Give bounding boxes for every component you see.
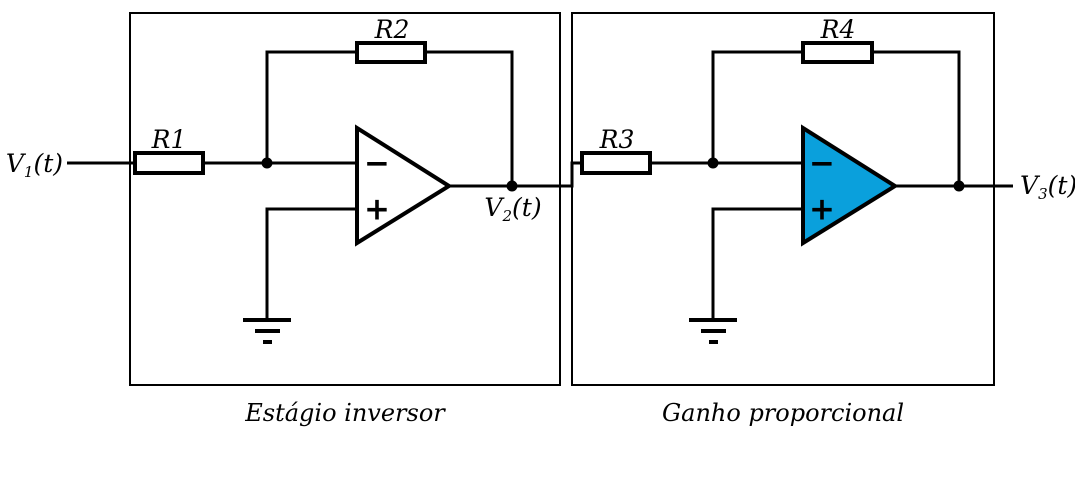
v3-subscript: 3 <box>1038 185 1048 203</box>
stage1-output-node-dot <box>506 180 518 192</box>
v3-arg: (t) <box>1048 171 1075 200</box>
signal-v1-label: V1(t) <box>6 149 63 181</box>
stage2-caption: Ganho proporcional <box>662 399 904 427</box>
stage2-feedback-wire-left <box>711 50 803 163</box>
resistor-r4-label: R4 <box>820 15 856 44</box>
v1-arg: (t) <box>33 149 63 178</box>
v3-symbol: V <box>1020 171 1041 200</box>
stage2-ground-wire <box>711 207 803 320</box>
stage1-feedback-wire-right <box>425 50 514 186</box>
stage1-opamp-minus-input: − <box>364 146 390 182</box>
signal-v3-label: V3(t) <box>1020 171 1075 203</box>
stage2-opamp-minus-input: − <box>809 146 835 182</box>
stage1-boundary-box <box>129 12 561 386</box>
v2-symbol: V <box>484 193 505 222</box>
resistor-r4 <box>801 41 874 64</box>
signal-v2-label: V2(t) <box>484 193 541 225</box>
stage1-inverting: R1 R2 − + Estágio inversor <box>67 12 582 427</box>
resistor-r2-label: R2 <box>374 15 410 44</box>
stage1-feedback-wire-left <box>265 50 357 163</box>
v1-symbol: V <box>6 149 27 178</box>
stage2-opamp-icon <box>801 124 899 247</box>
stage1-ground-icon <box>243 318 291 344</box>
v1-subscript: 1 <box>24 163 34 181</box>
stage1-ground-wire <box>265 207 357 320</box>
stage2-boundary-box <box>571 12 995 386</box>
stage1-caption: Estágio inversor <box>244 399 446 427</box>
stage2-ground-icon <box>689 318 737 344</box>
stage2-proportional-gain: R3 R4 − + Ganho proporcional <box>571 12 1013 427</box>
v2-subscript: 2 <box>501 207 512 225</box>
stage2-opamp-plus-input: + <box>809 192 835 228</box>
stage2-feedback-wire-right <box>872 50 961 186</box>
resistor-r2 <box>355 41 427 64</box>
stage2-output-node-dot <box>953 180 965 192</box>
resistor-r3-label: R3 <box>599 125 635 154</box>
resistor-r1-label: R1 <box>151 125 187 154</box>
resistor-r3 <box>580 151 652 175</box>
stage1-opamp-plus-input: + <box>364 192 390 228</box>
v2-arg: (t) <box>512 193 542 222</box>
resistor-r1 <box>133 151 205 175</box>
stage1-opamp-icon <box>355 124 453 247</box>
